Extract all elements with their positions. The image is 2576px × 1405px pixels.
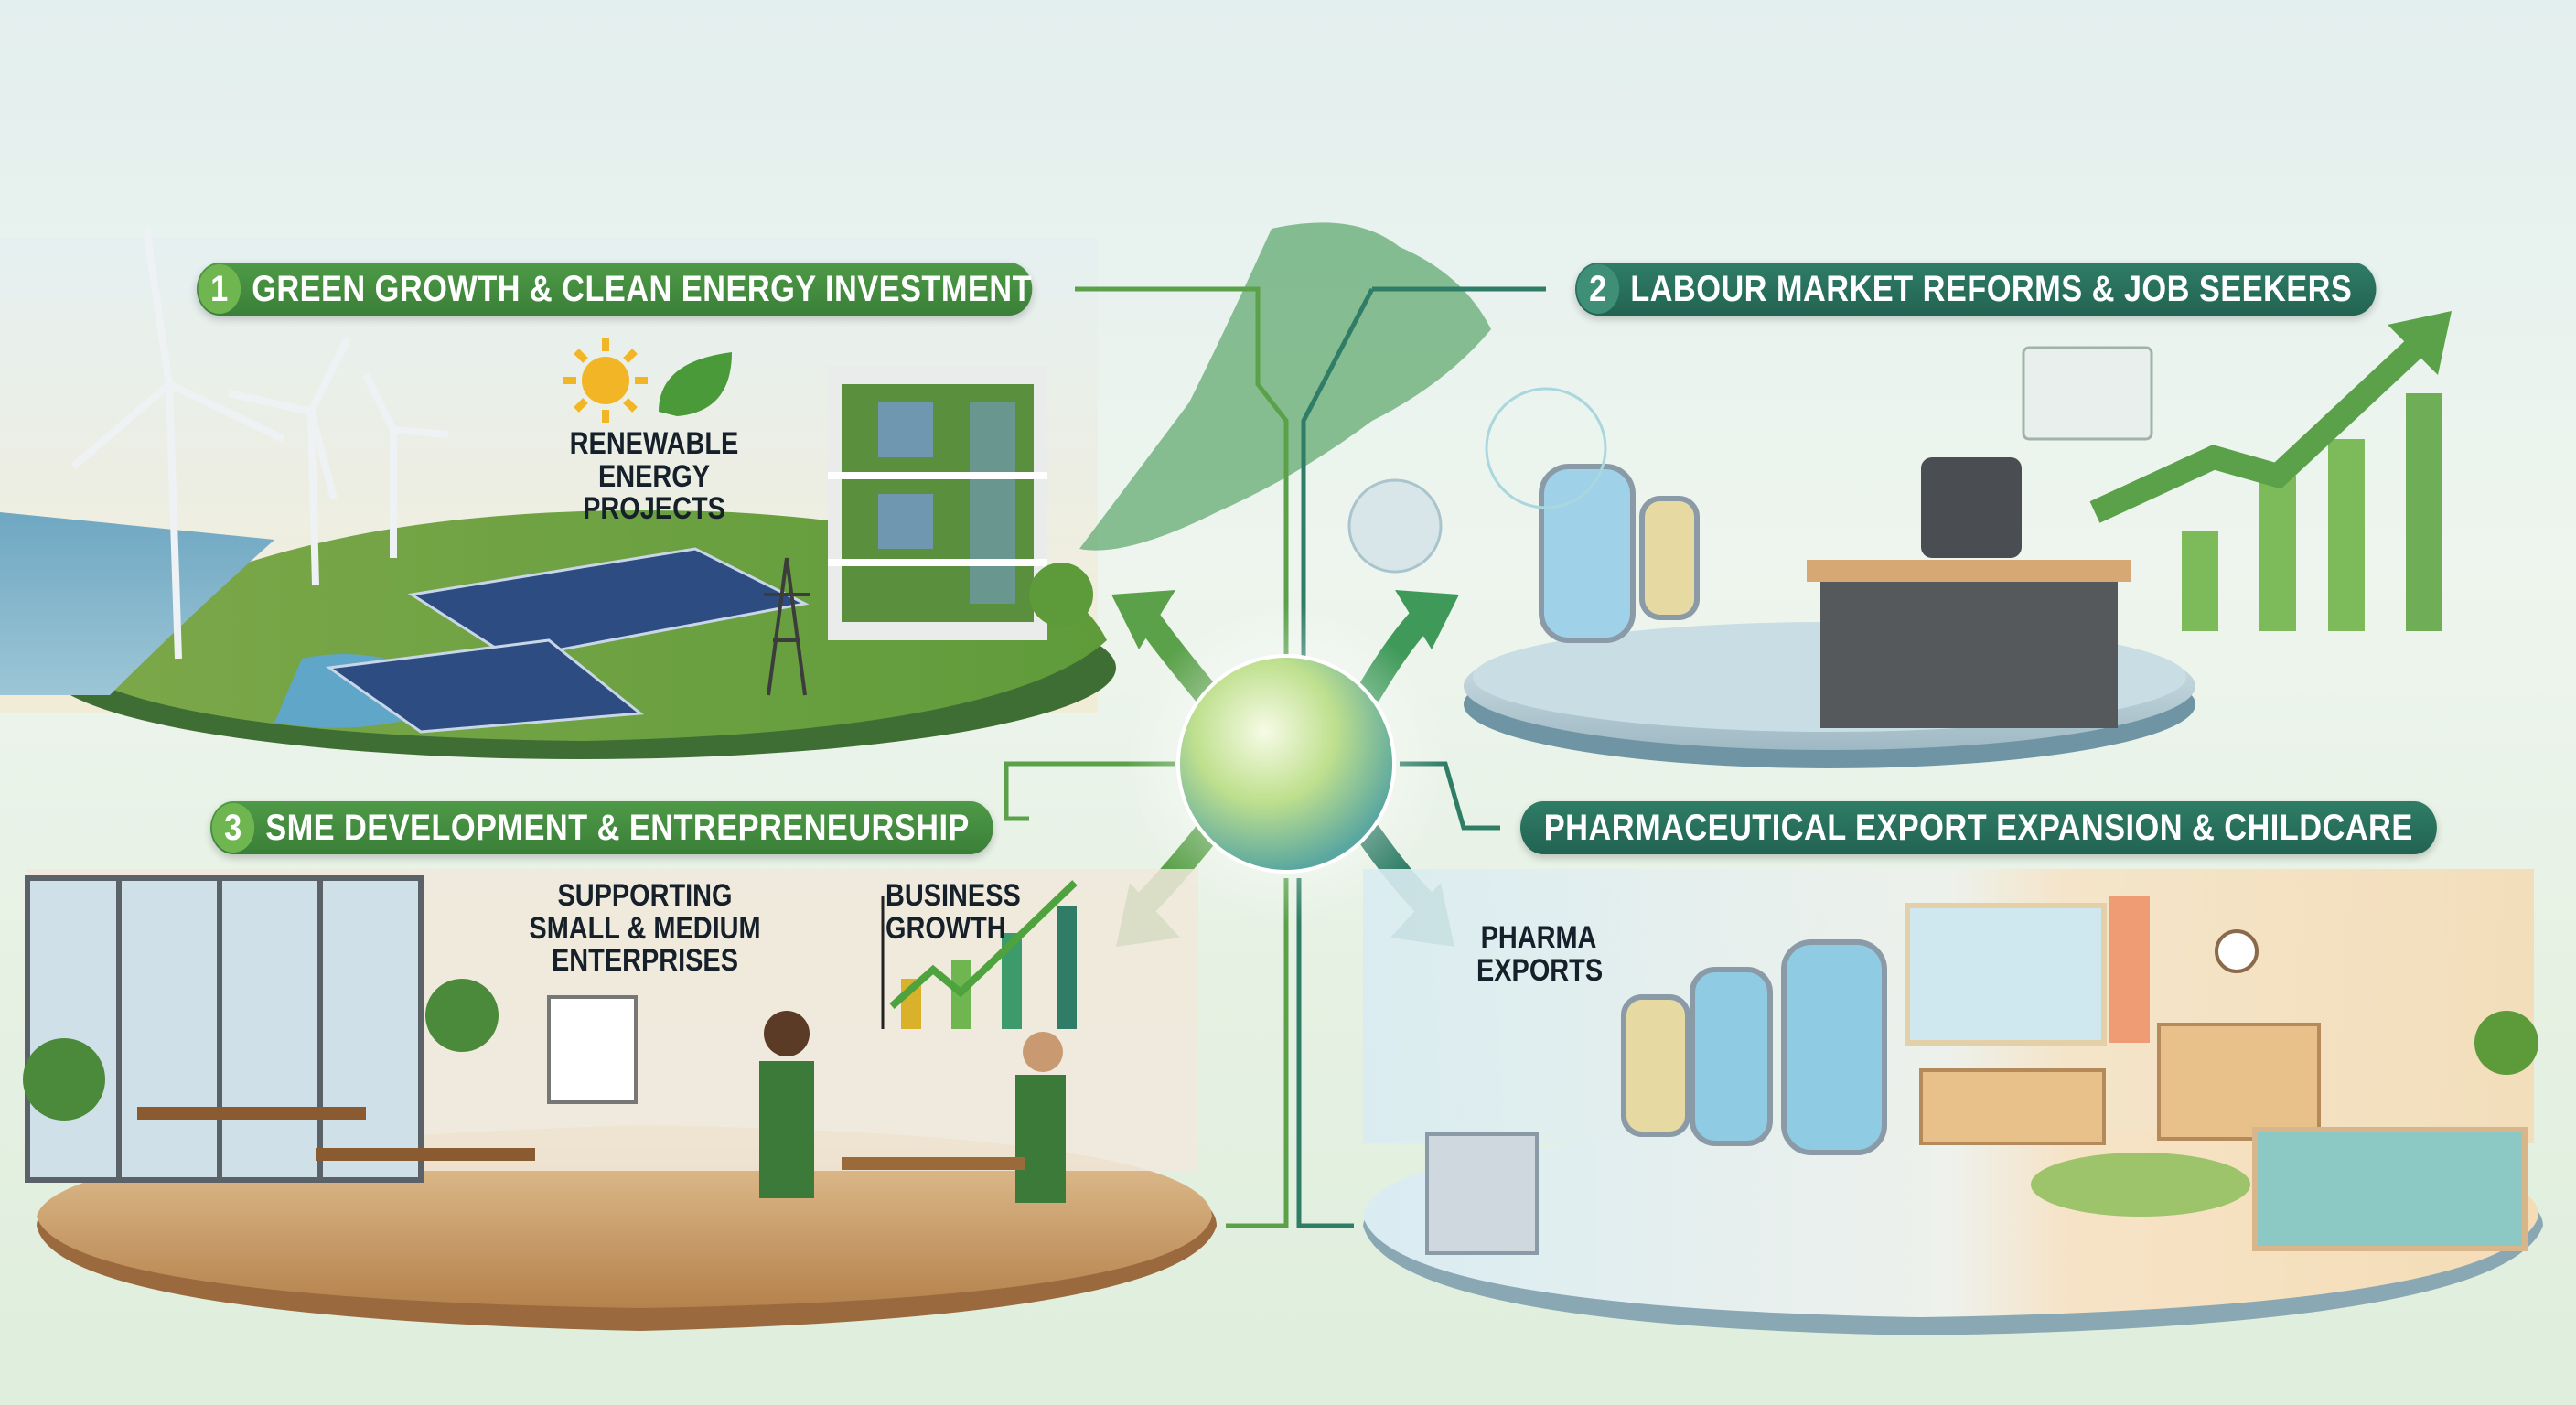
label-line: BUSINESS bbox=[886, 878, 1021, 913]
pharma-childcare-scene bbox=[1363, 869, 2543, 1335]
section-number: 3 bbox=[211, 803, 255, 853]
wind-turbine-icon bbox=[70, 228, 449, 660]
business-growth-label: BUSINESS GROWTH bbox=[886, 878, 1021, 946]
section-3-banner: 3 SME DEVELOPMENT & ENTREPRENEURSHIP bbox=[210, 801, 993, 854]
section-2-banner: 2 LABOUR MARKET REFORMS & JOB SEEKERS bbox=[1575, 263, 2377, 316]
solar-panel-icon bbox=[325, 547, 810, 734]
label-line: PHARMA bbox=[1480, 920, 1597, 955]
tree-icon bbox=[1029, 563, 1093, 627]
map-icon bbox=[1079, 222, 1491, 551]
label-line: PROJECTS bbox=[583, 491, 725, 527]
label-line: RENEWABLE ENERGY bbox=[569, 426, 739, 494]
desk-chair-icon bbox=[1807, 457, 2131, 728]
renewable-energy-label: RENEWABLE ENERGY PROJECTS bbox=[530, 426, 778, 527]
labour-market-scene bbox=[1347, 311, 2452, 768]
section-number: 1 bbox=[198, 264, 242, 314]
section-1-banner: 1 GREEN GROWTH & CLEAN ENERGY INVESTMENT bbox=[197, 263, 1033, 316]
section-title: PHARMACEUTICAL EXPORT EXPANSION & CHILDC… bbox=[1543, 807, 2413, 848]
pharma-exports-label: PHARMA EXPORTS bbox=[1476, 920, 1604, 988]
leaf-icon bbox=[659, 352, 732, 416]
pylon-icon bbox=[764, 557, 810, 696]
globe-icon bbox=[1347, 478, 1443, 574]
clean-energy-scene bbox=[0, 228, 1116, 759]
label-line: EXPORTS bbox=[1476, 952, 1604, 988]
globe-icon bbox=[1485, 387, 1607, 509]
central-sphere-icon bbox=[1176, 654, 1396, 874]
workers-icon bbox=[759, 1011, 1066, 1203]
growth-chart-icon bbox=[2022, 311, 2452, 631]
sme-support-label: SUPPORTING SMALL & MEDIUM ENTERPRISES bbox=[521, 878, 769, 979]
section-number: 2 bbox=[1576, 264, 1620, 314]
business-growth-chart-icon bbox=[881, 880, 1078, 1029]
office-icon bbox=[25, 875, 424, 1183]
green-building-icon bbox=[828, 366, 1047, 640]
label-line: SMALL & MEDIUM bbox=[529, 910, 761, 946]
section-4-banner: PHARMACEUTICAL EXPORT EXPANSION & CHILDC… bbox=[1520, 801, 2437, 854]
childcare-room-icon bbox=[1905, 896, 2538, 1251]
label-line: ENTERPRISES bbox=[552, 943, 738, 979]
section-title: LABOUR MARKET REFORMS & JOB SEEKERS bbox=[1630, 268, 2353, 309]
sme-scene bbox=[23, 869, 1217, 1331]
sun-icon bbox=[564, 338, 648, 423]
bioreactor-icon bbox=[1621, 939, 1887, 1155]
label-line: GROWTH bbox=[886, 910, 1006, 946]
section-title: GREEN GROWTH & CLEAN ENERGY INVESTMENT bbox=[252, 268, 1033, 309]
label-line: SUPPORTING bbox=[557, 878, 733, 913]
section-title: SME DEVELOPMENT & ENTREPRENEURSHIP bbox=[265, 807, 970, 848]
bioreactor-icon bbox=[1539, 464, 1700, 643]
